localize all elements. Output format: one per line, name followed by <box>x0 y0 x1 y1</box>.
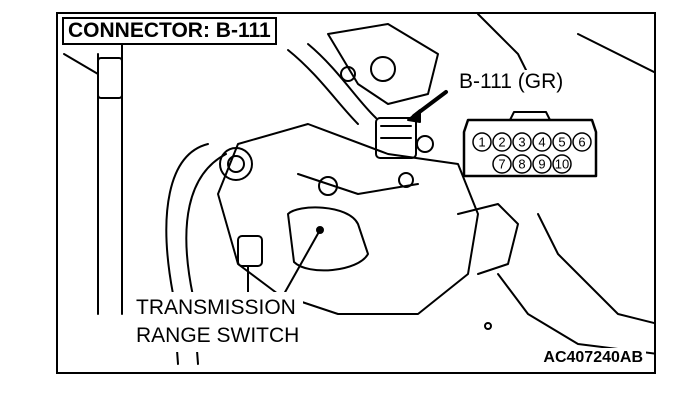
right-top-line <box>477 14 529 75</box>
pin-5-circle <box>552 132 572 152</box>
connector-bolt <box>416 135 434 153</box>
linkage-pivot <box>318 176 338 196</box>
transmission-housing <box>217 123 479 315</box>
top-bolt <box>370 56 396 82</box>
top-bolt-small <box>340 66 356 82</box>
pin-6-circle <box>572 132 592 152</box>
pin-4-label: 4 <box>538 135 545 150</box>
left-line <box>63 53 99 75</box>
range-switch-body <box>287 206 369 272</box>
pin-3-circle <box>512 132 532 152</box>
part-label-line-1: TRANSMISSION <box>136 296 296 319</box>
pin-8-circle <box>512 154 532 174</box>
pin-7-label: 7 <box>498 157 505 172</box>
connector-latch <box>509 111 551 121</box>
right-lower-line <box>497 273 654 355</box>
pin-8-label: 8 <box>518 157 525 172</box>
top-housing <box>327 23 439 105</box>
linkage-arm <box>297 173 419 195</box>
pin-6-label: 6 <box>578 135 585 150</box>
left-clip <box>97 57 123 99</box>
hose-fitting-inner <box>227 155 245 173</box>
pin-1-circle <box>472 132 492 152</box>
connector-body <box>375 117 417 159</box>
connector-title: CONNECTOR: B-111 <box>62 17 277 45</box>
linkage-end <box>398 172 414 188</box>
small-hole <box>484 322 492 330</box>
connector-id-label: B-111 (GR) <box>456 70 567 94</box>
part-label-line-2: RANGE SWITCH <box>136 324 300 347</box>
pin-5-label: 5 <box>558 135 565 150</box>
hose-left-edge <box>185 153 227 365</box>
pin-4-circle <box>532 132 552 152</box>
pin-7-circle <box>492 154 512 174</box>
upper-hose <box>287 49 359 125</box>
pin-10-label: 10 <box>555 157 569 172</box>
lower-plug <box>237 235 263 267</box>
pin-2-label: 2 <box>498 135 505 150</box>
leader-line <box>283 229 321 295</box>
pin-1-label: 1 <box>478 135 485 150</box>
pin-3-label: 3 <box>518 135 525 150</box>
connector-face <box>462 118 598 178</box>
connector-ribs <box>380 125 412 139</box>
pin-9-circle <box>532 154 552 174</box>
upper-hose-edge <box>307 43 377 119</box>
right-bracket <box>457 203 519 275</box>
right-top-edge <box>577 33 654 74</box>
right-lower-line-2 <box>537 213 654 325</box>
pin-2-circle <box>492 132 512 152</box>
pointer-arrow-head <box>407 109 421 123</box>
pin-9-label: 9 <box>538 157 545 172</box>
part-label: TRANSMISSION RANGE SWITCH <box>132 292 304 352</box>
pin-10-circle <box>552 154 572 174</box>
hose-left <box>165 143 209 365</box>
figure-id: AC407240AB <box>540 348 646 368</box>
